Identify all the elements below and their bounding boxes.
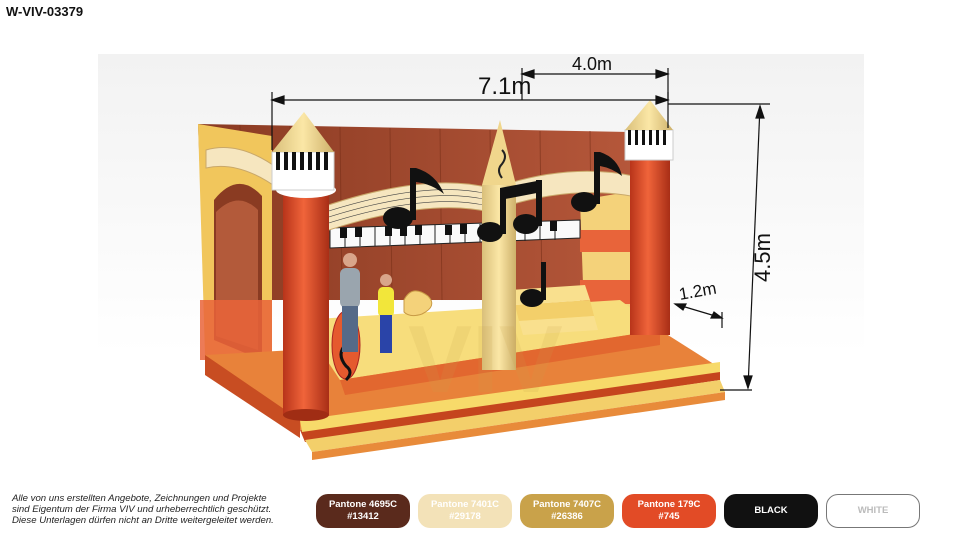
swatch-white: WHITE [826, 494, 920, 528]
adult-figure [340, 253, 360, 352]
disclaimer-line: sind Eigentum der Firma VIV und urheberr… [12, 504, 272, 515]
swatch-name: WHITE [857, 505, 889, 516]
watermark: VIV [408, 306, 563, 413]
swatch-pantone-179c: Pantone 179C #745 [622, 494, 716, 528]
swatch-pantone-7407c: Pantone 7407C #26386 [520, 494, 614, 528]
swatch-code: #29178 [449, 511, 481, 522]
swatch-name: Pantone 179C [637, 499, 701, 510]
music-notes [383, 152, 622, 307]
inflatable-slipper [403, 290, 433, 317]
bouncy-castle-render: VIV 7.1m 4.0m 4.5m 1.2m [98, 54, 864, 460]
swatch-name: BLACK [754, 505, 788, 516]
swatch-name: Pantone 7401C [430, 499, 500, 510]
product-code: W-VIV-03379 [6, 4, 84, 19]
swatch-code: #13412 [347, 511, 379, 522]
disclaimer-line: Diese Unterlagen dürfen nicht an Dritte … [12, 515, 274, 526]
length-dimension: 7.1m [478, 73, 531, 100]
width-dimension: 4.0m [572, 54, 612, 74]
swatch-name: Pantone 4695C [328, 499, 398, 510]
center-pillar [482, 120, 516, 370]
left-tower [271, 112, 336, 421]
dimension-lines [270, 68, 770, 391]
disclaimer-line: Alle von uns erstellten Angebote, Zeichn… [12, 493, 267, 504]
swatch-code: #26386 [551, 511, 583, 522]
swatch-black: BLACK [724, 494, 818, 528]
swatch-code: #745 [658, 511, 680, 522]
height-dimension: 4.5m [750, 233, 775, 282]
child-figure [378, 274, 394, 353]
copyright-disclaimer: Alle von uns erstellten Angebote, Zeichn… [12, 493, 312, 526]
front-step [305, 380, 725, 460]
right-tower [624, 100, 674, 335]
swatch-pantone-7401c: Pantone 7401C #29178 [418, 494, 512, 528]
swatch-pantone-4695c: Pantone 4695C #13412 [316, 494, 410, 528]
left-wall [198, 124, 272, 395]
swatch-name: Pantone 7407C [532, 499, 602, 510]
